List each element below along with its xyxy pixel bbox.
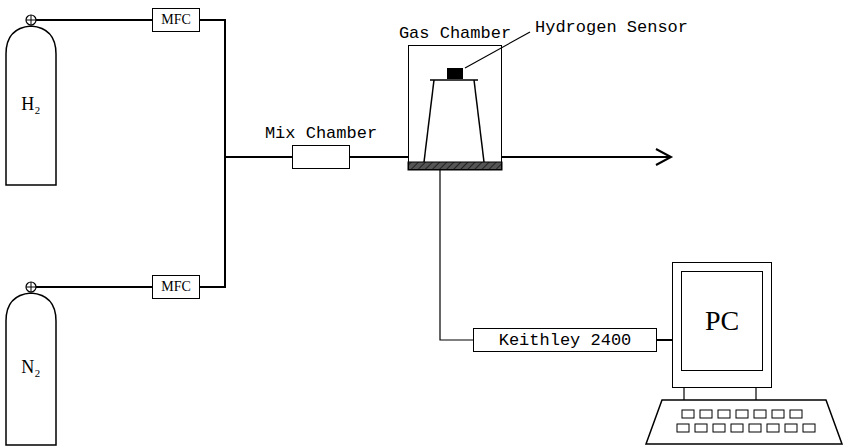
node-label: Mix Chamber: [265, 124, 377, 143]
hydrogen-sensor: [447, 68, 463, 79]
gas-cylinder: H₂: [5, 14, 57, 186]
chamber-base: [408, 162, 502, 170]
keyboard: [646, 400, 842, 444]
pc-monitor: PC: [672, 262, 772, 388]
mfc-box: MFC: [152, 275, 200, 299]
mix-chamber: Mix Chamber: [292, 145, 350, 169]
gas-line: [200, 157, 292, 287]
node-label: N₂: [21, 357, 40, 378]
instrument-box: Keithley 2400: [473, 328, 657, 352]
screen: PC: [681, 271, 763, 371]
keyboard-keys: [677, 410, 815, 432]
node-label: MFC: [161, 279, 191, 295]
node-label: Keithley 2400: [499, 331, 632, 350]
node-label: PC: [705, 305, 739, 337]
gas-line: [36, 19, 152, 21]
monitor-cable: [755, 388, 756, 400]
node-label: H₂: [21, 94, 40, 115]
mfc-box: MFC: [152, 8, 200, 32]
gas-line: [350, 156, 408, 158]
sensor-stage: [424, 80, 484, 162]
gas-cylinder: N₂: [5, 281, 57, 446]
gas-line: [657, 339, 672, 341]
node-label: Gas Chamber: [399, 24, 511, 43]
outlet-arrowhead: [656, 149, 671, 165]
signal-wire: [440, 170, 473, 340]
node-label: MFC: [161, 12, 191, 28]
part-label: Hydrogen Sensor: [535, 18, 688, 37]
gas-chamber: Gas Chamber: [408, 45, 502, 170]
gas-line: [36, 286, 152, 288]
monitor-cable: [683, 388, 684, 400]
outlet-line: [502, 156, 670, 158]
